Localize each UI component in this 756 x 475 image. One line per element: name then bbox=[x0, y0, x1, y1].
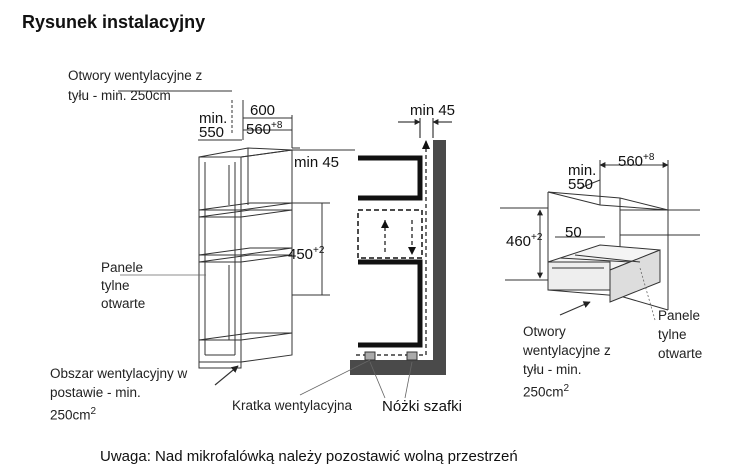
footer-note: Uwaga: Nad mikrofalówką należy pozostawi… bbox=[100, 448, 518, 465]
right-vents-label-line2: wentylacyjne z bbox=[523, 343, 611, 358]
grille-label: Kratka wentylacyjna bbox=[232, 398, 353, 413]
plinth-label-line3: 250cm2 bbox=[50, 406, 97, 423]
dim-min-label: min. bbox=[199, 110, 228, 127]
cabinet-top bbox=[198, 147, 293, 158]
tall-cabinet-drawing bbox=[118, 90, 355, 369]
shelf-lower bbox=[198, 247, 293, 256]
shelf-upper bbox=[198, 202, 293, 211]
plinth-label-line1: Obszar wentylacyjny w bbox=[50, 366, 188, 381]
base-top bbox=[547, 191, 669, 211]
right-dim-560-label: 560+8 bbox=[618, 152, 655, 170]
right-panels-label-line1: Panele bbox=[658, 308, 701, 323]
dim-450-label: 450+2 bbox=[288, 245, 325, 263]
right-vents-label-line4: 250cm2 bbox=[523, 383, 570, 400]
plinth-vent-arrow bbox=[214, 365, 239, 386]
vents-back-label-line2: tyłu - min. 250cm bbox=[68, 88, 171, 103]
right-vents-label-line3: tyłu - min. bbox=[523, 362, 582, 377]
vents-back-label-line1: Otwory wentylacyjne z bbox=[68, 68, 203, 83]
base-unit-drawing bbox=[500, 160, 700, 321]
panels-label-line1: Panele bbox=[101, 260, 144, 275]
right-dim-50-label: 50 bbox=[565, 224, 582, 241]
right-vents-label-line1: Otwory bbox=[523, 324, 566, 339]
right-panels-label-line2: tylne bbox=[658, 327, 687, 342]
right-dim-550-label: 550 bbox=[568, 176, 594, 193]
right-panels-label-line3: otwarte bbox=[658, 346, 703, 361]
plinth-label-line2: postawie - min. bbox=[50, 385, 141, 400]
dim-560-label: 560+8 bbox=[246, 120, 283, 138]
panels-label-line3: otwarte bbox=[101, 296, 146, 311]
dim-600-label: 600 bbox=[250, 102, 276, 119]
feet-label: Nóżki szafki bbox=[382, 398, 463, 415]
right-dim-min-label: min. bbox=[568, 162, 597, 179]
wall bbox=[433, 140, 446, 375]
airflow-section-drawing bbox=[299, 118, 452, 399]
right-dim-460-label: 460+2 bbox=[506, 232, 543, 250]
middle-dim-min45-label: min 45 bbox=[410, 102, 456, 119]
floor bbox=[350, 360, 446, 375]
panels-label-line2: tylne bbox=[101, 278, 130, 293]
dim-550-label: 550 bbox=[199, 124, 225, 141]
dim-min45-label: min 45 bbox=[294, 154, 340, 171]
page-title: Rysunek instalacyjny bbox=[22, 12, 206, 32]
